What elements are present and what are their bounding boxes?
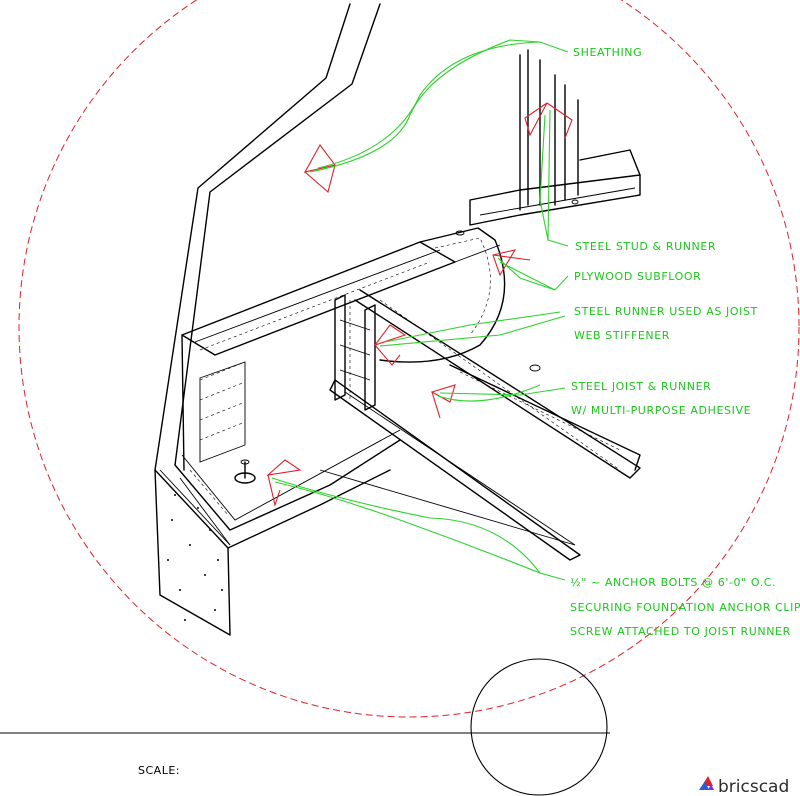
- label-runner-joist-line1: STEEL RUNNER USED AS JOIST: [574, 305, 758, 318]
- callout-labels: SHEATHING STEEL STUD & RUNNER PLYWOOD SU…: [570, 46, 800, 638]
- bolt-markers: [455, 199, 579, 372]
- label-sheathing: SHEATHING: [573, 46, 642, 59]
- scale-label: SCALE:: [138, 764, 180, 777]
- label-runner-joist-line2: WEB STIFFENER: [574, 329, 670, 342]
- joist-runner-sill: [174, 429, 401, 546]
- bricscad-logo: bricscad: [699, 776, 789, 796]
- anchor-bolt: [234, 459, 256, 484]
- bricscad-logo-icon: [699, 776, 714, 790]
- logo-text: bricscad: [718, 777, 789, 796]
- plywood-subfloor: [379, 227, 506, 363]
- foundation-wall: [154, 469, 391, 636]
- label-anchor-line1: ½" ~ ANCHOR BOLTS @ 6'-0" O.C.: [570, 576, 776, 589]
- label-steel-joist-line2: W/ MULTI-PURPOSE ADHESIVE: [571, 404, 751, 417]
- callout-arrowheads: [266, 102, 573, 508]
- label-plywood-subfloor: PLYWOOD SUBFLOOR: [574, 270, 701, 283]
- label-steel-stud-runner: STEEL STUD & RUNNER: [575, 240, 716, 253]
- callout-leaders: [271, 39, 569, 581]
- label-anchor-line2: SECURING FOUNDATION ANCHOR CLIP: [570, 601, 800, 614]
- title-bubble-circle: [470, 658, 608, 796]
- detail-boundary-circle: [18, 0, 800, 718]
- web-stiffener: [334, 294, 376, 411]
- sheathing-panel: [154, 3, 381, 471]
- title-block: SCALE:: [0, 658, 610, 796]
- label-steel-joist-line1: STEEL JOIST & RUNNER: [571, 380, 711, 393]
- steel-stud-wall: [469, 49, 641, 226]
- label-anchor-line3: SCREW ATTACHED TO JOIST RUNNER: [570, 625, 791, 638]
